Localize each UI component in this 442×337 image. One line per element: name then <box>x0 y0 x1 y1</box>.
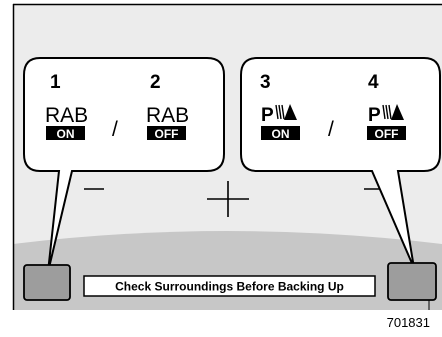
indicator-3-parking-on: 3 P ON <box>260 72 300 141</box>
parking-sensor-icon <box>382 104 404 120</box>
indicator-number: 1 <box>50 72 61 93</box>
warning-message-box <box>83 275 376 297</box>
indicator-number: 2 <box>150 72 161 93</box>
plus-symbol <box>207 181 249 217</box>
badge-on-text: ON <box>272 127 290 141</box>
badge-off-text: OFF <box>375 127 399 141</box>
callout-bubble-left <box>23 57 225 273</box>
warning-message: Check Surroundings Before Backing Up <box>115 280 344 294</box>
parking-p-label: P <box>261 105 274 126</box>
separator-right: / <box>328 118 334 141</box>
separator-left: / <box>112 118 118 141</box>
badge-off-text: OFF <box>155 127 179 141</box>
corner-lamp-right <box>387 262 437 301</box>
indicator-2-rab-off: 2 RAB OFF <box>146 72 189 141</box>
badge-off <box>147 126 186 140</box>
badge-on <box>46 126 85 140</box>
parking-sensor-icon <box>275 104 297 120</box>
badge-on <box>261 126 300 140</box>
rab-label: RAB <box>146 104 189 127</box>
parking-p-label: P <box>368 105 381 126</box>
figure-id: 701831 <box>387 315 430 330</box>
lower-band <box>13 231 442 310</box>
indicator-number: 4 <box>368 72 379 93</box>
badge-off <box>367 126 406 140</box>
badge-on-text: ON <box>57 127 75 141</box>
indicator-1-rab-on: 1 RAB ON <box>45 72 88 141</box>
indicator-4-parking-off: 4 P OFF <box>367 72 406 141</box>
indicator-number: 3 <box>260 72 271 93</box>
rab-label: RAB <box>45 104 88 127</box>
corner-lamp-left <box>23 264 71 301</box>
